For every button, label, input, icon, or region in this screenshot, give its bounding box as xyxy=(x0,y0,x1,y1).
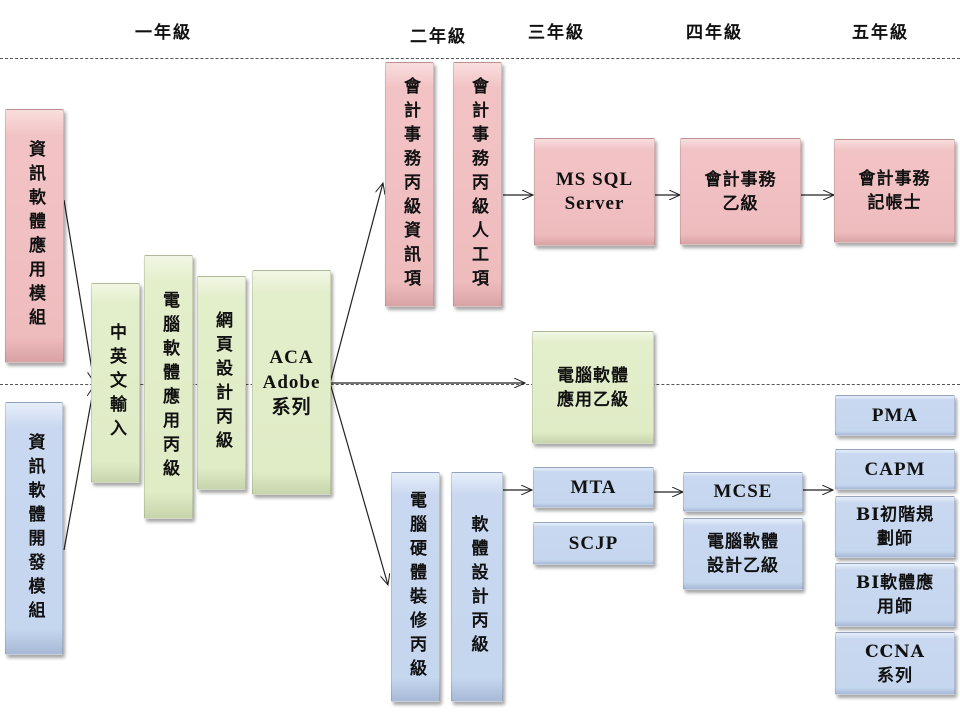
arrow-aca-to-hardware xyxy=(329,382,388,585)
cert-scjp-label: SCJP xyxy=(568,532,619,554)
cert-accounting-b-label: 會計事務 乙級 xyxy=(704,169,777,214)
cert-software-design-c: 軟體設計丙級 xyxy=(451,472,503,702)
cert-computer-app-b: 電腦軟體 應用乙級 xyxy=(532,331,654,444)
cert-typing-label: 中英文輸入 xyxy=(106,323,126,443)
header-year-3: 三年級 xyxy=(528,23,585,43)
cert-pma-label: PMA xyxy=(871,404,919,426)
cert-accounting-c-manual-label: 會計事務丙級人工項 xyxy=(468,76,488,293)
header-year-5: 五年級 xyxy=(852,23,909,43)
cert-pma: PMA xyxy=(835,395,955,436)
cert-mta-label: MTA xyxy=(570,476,617,498)
cert-capm-label: CAPM xyxy=(864,458,926,480)
cert-computer-app-b-label: 電腦軟體 應用乙級 xyxy=(557,365,629,410)
cert-mcse-label: MCSE xyxy=(713,481,773,502)
cert-accounting-b: 會計事務 乙級 xyxy=(680,138,801,245)
cert-software-design-b-label: 電腦軟體 設計乙級 xyxy=(707,532,779,576)
cert-accounting-c-info: 會計事務丙級資訊項 xyxy=(385,62,434,307)
cert-ms-sql-label: MS SQL Server xyxy=(555,169,634,214)
cert-hardware-c: 電腦硬體裝修丙級 xyxy=(391,472,440,702)
cert-typing: 中英文輸入 xyxy=(91,283,140,483)
header-year-4: 四年級 xyxy=(686,23,743,43)
cert-ms-sql: MS SQL Server xyxy=(534,138,655,246)
cert-bi-app-label: BI軟體應 用師 xyxy=(855,573,935,617)
cert-mcse: MCSE xyxy=(683,472,803,512)
cert-web-design-c-label: 網頁設計丙級 xyxy=(212,311,232,455)
divider-top xyxy=(0,58,960,59)
arrow-app-module-to-typing xyxy=(63,199,94,382)
cert-ccna-label: CCNA 系列 xyxy=(865,641,925,686)
cert-accounting-c-info-label: 會計事務丙級資訊項 xyxy=(400,76,420,293)
cert-web-design-c: 網頁設計丙級 xyxy=(197,276,246,490)
cert-bi-planner: BI初階規 劃師 xyxy=(835,496,955,558)
cert-bookkeeper-label: 會計事務 記帳士 xyxy=(858,169,931,213)
module-dev-label: 資訊軟體開發模組 xyxy=(24,432,45,625)
module-app-label: 資訊軟體應用模組 xyxy=(25,140,45,332)
cert-aca-adobe: ACA Adobe 系列 xyxy=(252,270,331,495)
arrow-aca-to-accounting xyxy=(329,183,383,384)
cert-bookkeeper: 會計事務 記帳士 xyxy=(834,139,955,243)
cert-computer-app-c: 電腦軟體應用丙級 xyxy=(144,255,193,519)
cert-software-design-b: 電腦軟體 設計乙級 xyxy=(683,518,803,590)
module-app: 資訊軟體應用模組 xyxy=(5,109,64,363)
cert-capm: CAPM xyxy=(835,449,955,490)
cert-scjp: SCJP xyxy=(533,522,654,565)
cert-bi-planner-label: BI初階規 劃師 xyxy=(855,505,935,549)
cert-mta: MTA xyxy=(533,467,654,508)
cert-computer-app-c-label: 電腦軟體應用丙級 xyxy=(159,291,179,483)
cert-bi-app: BI軟體應 用師 xyxy=(835,563,955,627)
module-dev: 資訊軟體開發模組 xyxy=(5,402,63,655)
arrow-dev-module-to-typing xyxy=(63,386,94,551)
divider-middle xyxy=(0,384,960,385)
cert-accounting-c-manual: 會計事務丙級人工項 xyxy=(453,62,502,307)
cert-ccna: CCNA 系列 xyxy=(835,632,955,695)
cert-aca-adobe-label: ACA Adobe 系列 xyxy=(262,347,321,418)
header-year-2: 二年級 xyxy=(410,27,467,47)
cert-hardware-c-label: 電腦硬體裝修丙級 xyxy=(406,491,426,683)
header-year-1: 一年級 xyxy=(135,23,192,43)
cert-software-design-c-label: 軟體設計丙級 xyxy=(467,515,488,659)
